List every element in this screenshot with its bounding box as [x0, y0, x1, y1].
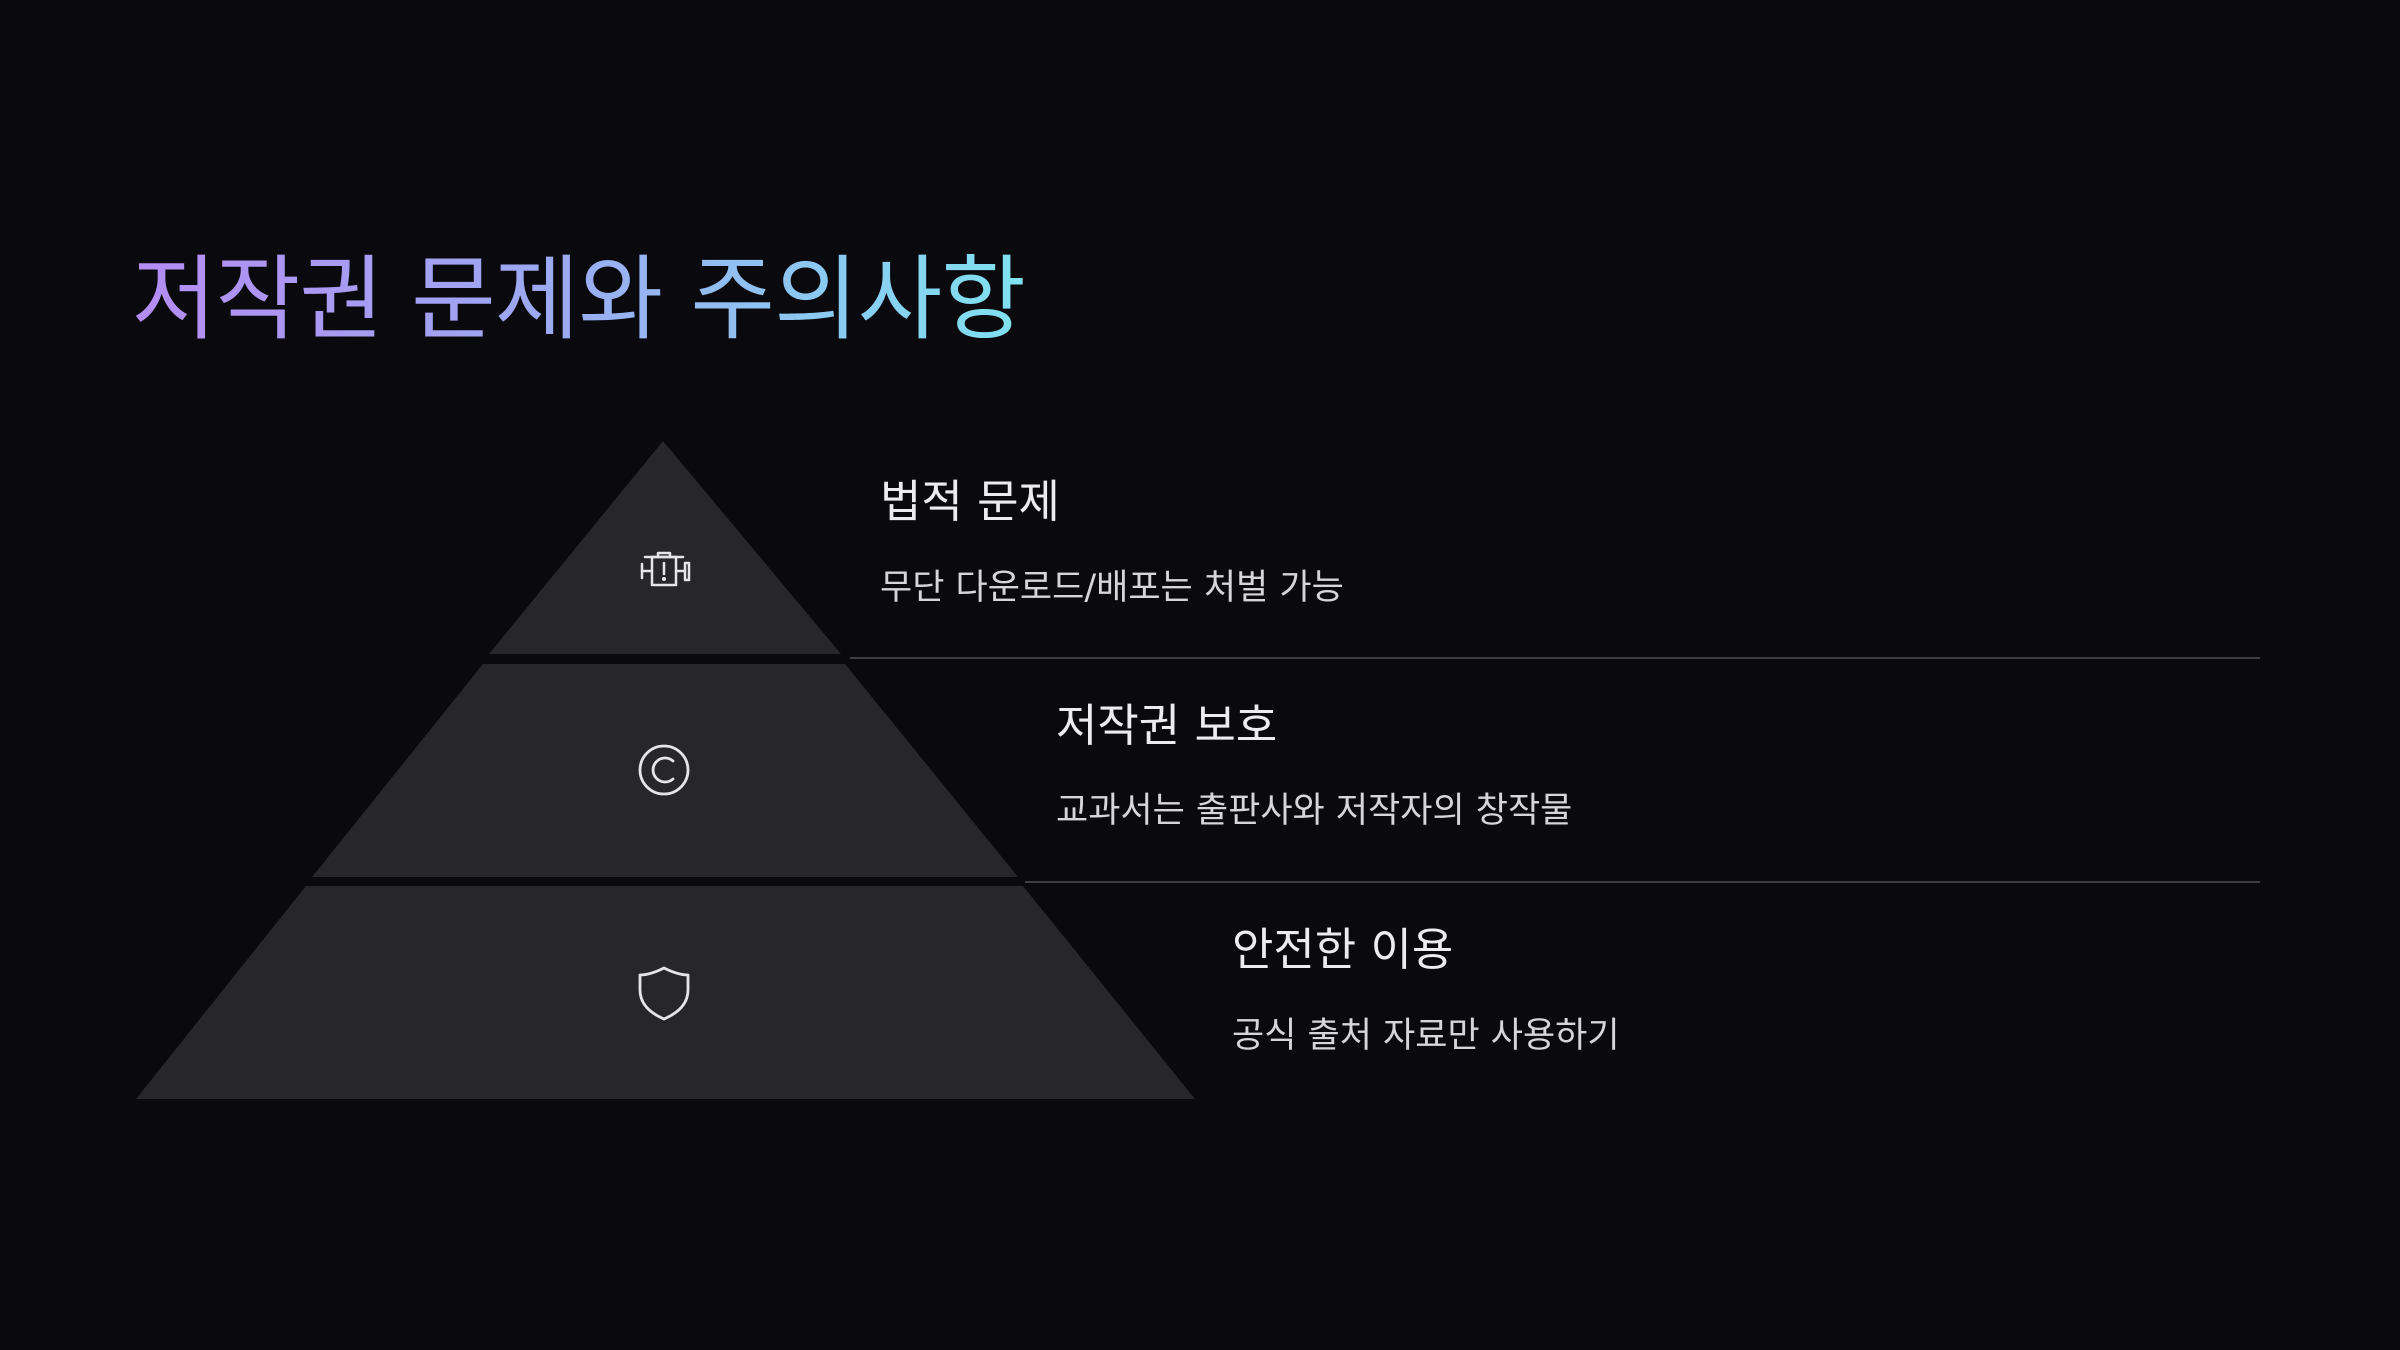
level-safe-use-description: 공식 출처 자료만 사용하기 [1232, 1016, 1620, 1056]
pyramid-tier-bottom [136, 886, 1195, 1099]
shield-icon [638, 966, 690, 1021]
copyright-icon [638, 744, 690, 796]
level-copyright-heading: 저작권 보호 [1056, 699, 1278, 752]
slide-title: 저작권 문제와 주의사항 [132, 240, 1026, 360]
level-copyright-description: 교과서는 출판사와 저작자의 창작물 [1056, 791, 1573, 831]
level-legal-description: 무단 다운로드/배포는 처벌 가능 [880, 568, 1344, 608]
pyramid-tier-middle [312, 664, 1018, 877]
pyramid-tier-top [489, 441, 841, 654]
engine-warning-icon [640, 551, 691, 587]
level-legal-heading: 법적 문제 [880, 475, 1060, 528]
level-safe-use-heading: 안전한 이용 [1232, 923, 1454, 976]
